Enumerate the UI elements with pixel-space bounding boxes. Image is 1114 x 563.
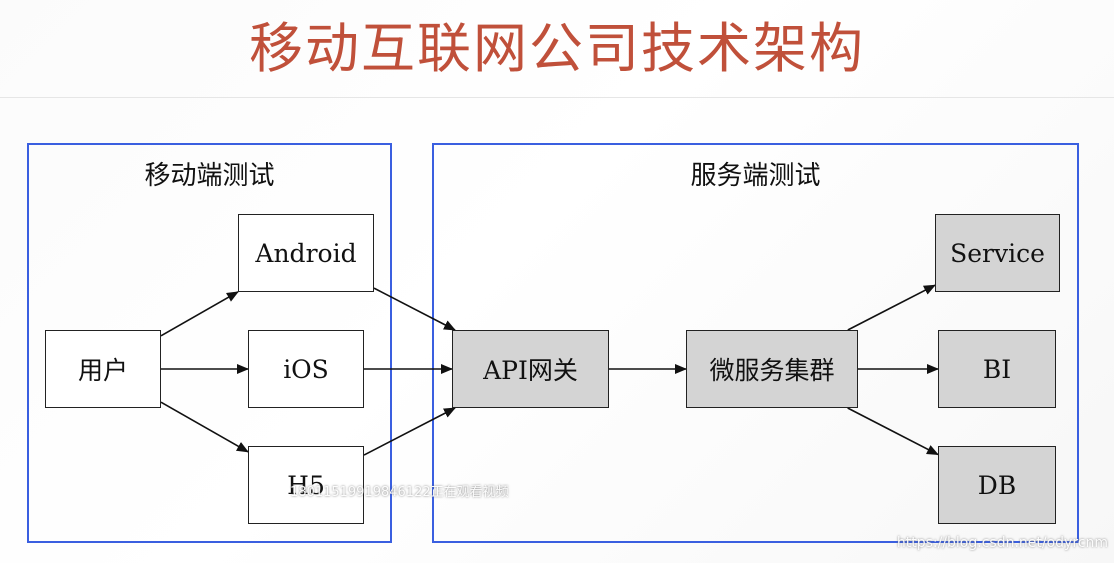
node-service: Service xyxy=(935,214,1060,292)
title-divider xyxy=(0,97,1114,98)
edge-android-to-api_gateway xyxy=(373,287,456,331)
edge-user-to-h5 xyxy=(160,401,249,453)
group-server-testing: 服务端测试 xyxy=(432,143,1079,543)
node-db: DB xyxy=(938,446,1056,524)
node-android: Android xyxy=(238,214,374,292)
group-mobile-testing: 移动端测试 xyxy=(27,143,392,543)
group-mobile-label: 移动端测试 xyxy=(144,161,275,191)
viewer-notice-overlay: 18011519919846122正在观看视频 xyxy=(290,485,509,500)
node-h5: H5 xyxy=(248,446,364,524)
source-watermark: https://blog.csdn.net/odyrcnm xyxy=(896,535,1108,551)
slide-title: 移动互联网公司技术架构 xyxy=(249,17,865,80)
node-user: 用户 xyxy=(45,330,161,408)
edge-user-to-android xyxy=(160,291,239,337)
node-ios: iOS xyxy=(248,330,364,408)
node-microservices: 微服务集群 xyxy=(686,330,858,408)
node-api-gateway: API网关 xyxy=(452,330,609,408)
edge-microservices-to-service xyxy=(847,284,936,331)
node-bi: BI xyxy=(938,330,1056,408)
edge-h5-to-api_gateway xyxy=(363,407,456,456)
group-server-label: 服务端测试 xyxy=(690,161,821,191)
edge-microservices-to-db xyxy=(847,407,939,456)
